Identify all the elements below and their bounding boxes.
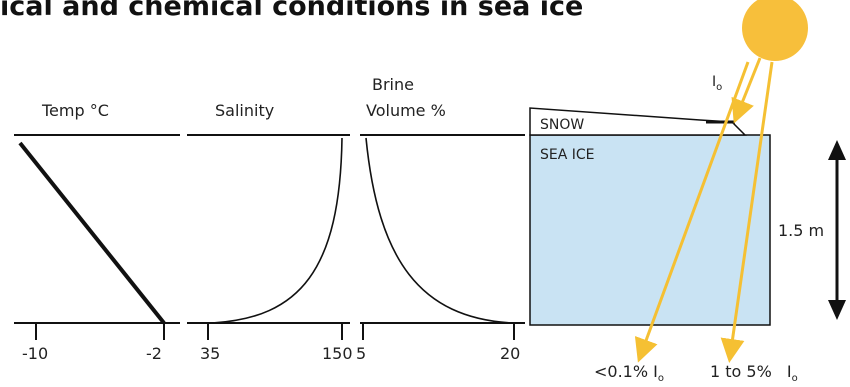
transmit-low-symbol: I [653, 362, 658, 381]
transmit-high-symbol: I [786, 362, 792, 381]
transmit-low-label: <0.1% Io [594, 362, 664, 384]
thickness-label: 1.5 m [778, 221, 825, 240]
light-arrow-ice-low [634, 61, 750, 363]
incident-light-subscript: o [716, 81, 723, 93]
transmit-high-subscript: o [791, 373, 798, 385]
transmit-low-value: <0.1% [594, 362, 649, 381]
sun-icon [742, 0, 808, 61]
thickness-arrow-bottom [828, 300, 846, 320]
salinity-tick-min-label: 35 [200, 344, 221, 363]
light-arrow-ice-high [720, 61, 774, 363]
transmit-high-value: 1 to 5% [710, 362, 772, 381]
brine-profile-curve [365, 137, 513, 324]
salinity-tick-max-label: 150 [322, 344, 353, 363]
salinity-profile-curve [211, 137, 343, 324]
snow-label: SNOW [540, 117, 585, 133]
temp-tick-max-label: -2 [146, 344, 162, 363]
thickness-arrow-top [828, 140, 846, 160]
brine-label-line1: Brine [372, 75, 414, 94]
salinity-label: Salinity [215, 101, 275, 120]
brine-tick-max-label: 20 [500, 344, 521, 363]
light-arrow-incident [731, 57, 762, 124]
transmit-high-label: 1 to 5% Io [710, 362, 798, 384]
incident-light-label: Io [712, 74, 722, 93]
brine-tick-min-label: 5 [356, 344, 367, 363]
transmit-low-subscript: o [657, 373, 664, 385]
brine-label-line2: Volume % [366, 101, 446, 120]
sea-ice-block [529, 134, 771, 326]
temp-profile-line [18, 141, 166, 325]
diagram-title: ical and chemical conditions in sea ice [0, 0, 584, 22]
temp-tick-min-label: -10 [22, 344, 49, 363]
incident-light-symbol: I [712, 74, 717, 90]
temp-label: Temp °C [42, 101, 109, 120]
sea-ice-label: SEA ICE [540, 147, 595, 163]
